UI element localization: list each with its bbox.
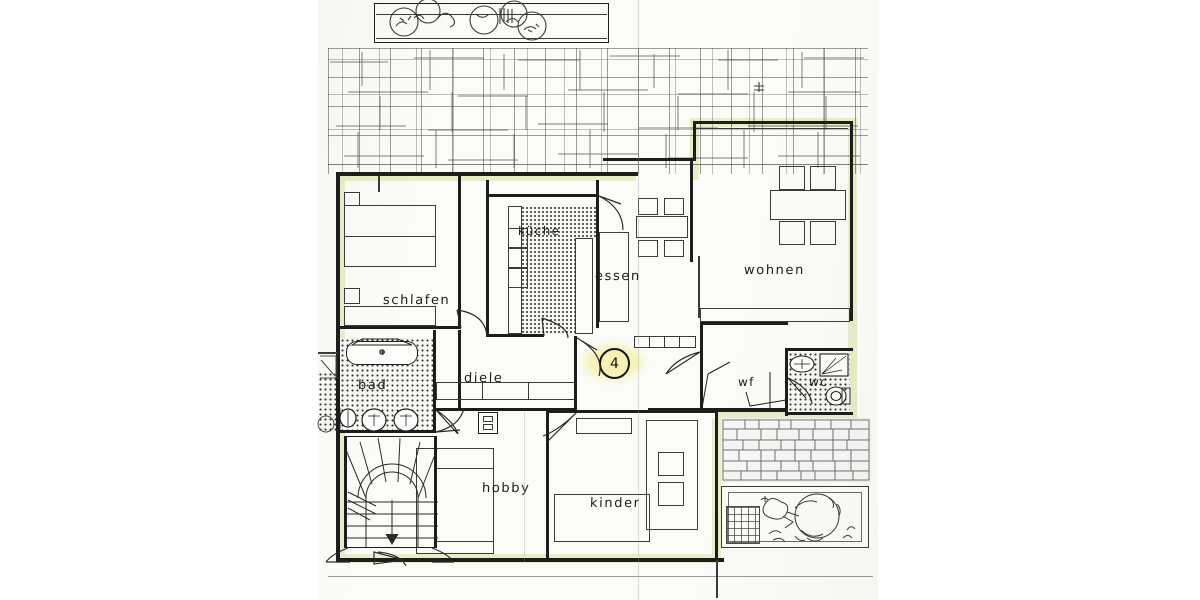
- sofa-armchair-se: [810, 221, 836, 245]
- kitchen-upper-cab-3: [508, 268, 528, 288]
- wall-west-outer: [336, 172, 340, 562]
- radiator-niche: [634, 336, 696, 348]
- roof-terrace-paving-overlay: [328, 48, 868, 174]
- wohnen-south-shelf: [700, 308, 850, 322]
- diele-shelf-div-2: [528, 382, 529, 400]
- radiator-div-3: [679, 336, 680, 348]
- wall-wc-west: [785, 348, 788, 416]
- meter-cabinet-inner-1: [483, 416, 493, 422]
- bed-nightstand: [344, 288, 360, 304]
- stair-landing-wall-w: [344, 436, 347, 548]
- kinder-desk: [576, 418, 632, 434]
- vertical-fold-line-2: [524, 412, 525, 562]
- wall-kueche-west: [486, 180, 489, 336]
- kinder-wardrobe: [646, 420, 698, 530]
- dining-table: [636, 216, 688, 238]
- wall-stub-schlafen-n: [378, 176, 380, 192]
- bathtub: [346, 341, 418, 365]
- wohnen-window-band: [696, 128, 848, 129]
- wall-wf-west: [700, 322, 703, 412]
- wall-diele-east: [574, 336, 577, 412]
- wall-wohnen-east: [850, 121, 853, 321]
- wall-north-outer: [336, 172, 638, 176]
- neighbour-tile: [318, 372, 336, 432]
- dining-chair-sw: [638, 240, 658, 257]
- planter-inner-rail: [376, 14, 607, 15]
- planter-inner-rail-2: [376, 38, 607, 39]
- wall-schlafen-east: [458, 176, 461, 328]
- wall-diele-south: [436, 408, 576, 411]
- south-boundary-line: [328, 576, 873, 577]
- wall-wohnen-stepwall: [603, 158, 693, 161]
- room-label-wohnen: wohnen: [743, 263, 806, 278]
- kitchen-upper-cab-1: [508, 228, 528, 248]
- wall-wohnen-inner-west: [690, 158, 693, 262]
- hobby-furniture-inner: [436, 468, 494, 542]
- room-label-schlafen: schlafen: [382, 293, 451, 308]
- radiator-div-1: [649, 336, 650, 348]
- highlight-wall-west-lower: [336, 480, 345, 562]
- wall-bad-east: [433, 330, 436, 432]
- wall-kueche-north: [486, 194, 599, 197]
- kitchen-units-right: [575, 238, 593, 334]
- wardrobe-schlafen: [344, 306, 436, 326]
- bed-headboard: [344, 192, 360, 206]
- wall-wohnen-west: [693, 121, 696, 161]
- kinder-shelf-2: [658, 482, 684, 506]
- wall-wohnen-north: [693, 121, 853, 124]
- room-label-kinder: kinder: [589, 496, 641, 511]
- unit-number-marker[interactable]: 4: [599, 348, 630, 379]
- meter-cabinet: [478, 412, 498, 434]
- room-label-essen: essen: [594, 269, 641, 284]
- diele-shelf-div-1: [482, 382, 483, 400]
- wall-kinder-east: [715, 410, 718, 560]
- annotation-label-wf: wf: [737, 375, 755, 389]
- planter-box: [374, 3, 609, 43]
- garden-bed-border: [721, 486, 869, 548]
- wall-wc-north: [785, 348, 853, 351]
- wall-south-outer: [336, 558, 724, 562]
- garden-grate: [726, 506, 760, 544]
- wall-wf-north: [700, 322, 788, 325]
- diele-shelf-run: [436, 382, 576, 400]
- dining-chair-nw: [638, 198, 658, 215]
- essen-sideboard: [599, 232, 629, 322]
- room-label-kueche: küche: [517, 224, 561, 238]
- sofa-long: [770, 190, 846, 220]
- kinder-bed: [554, 494, 650, 542]
- room-label-bad: bad: [357, 378, 388, 393]
- wall-kueche-east: [596, 180, 599, 328]
- neighbour-wall-a: [318, 352, 338, 354]
- room-label-diele: diele: [463, 371, 504, 386]
- stair-shaft: [344, 436, 436, 548]
- dining-chair-ne: [664, 198, 684, 215]
- radiator-div-2: [664, 336, 665, 348]
- meter-cabinet-inner-2: [483, 424, 493, 430]
- kinder-shelf-1: [658, 452, 684, 476]
- wall-schlafen-south: [340, 326, 461, 329]
- wall-kueche-south: [486, 334, 544, 337]
- stair-landing-wall-e: [434, 436, 437, 548]
- sofa-armchair-sw: [779, 221, 805, 245]
- wall-bad-south: [340, 430, 436, 433]
- dining-chair-se: [664, 240, 684, 257]
- wall-hobby-east: [546, 412, 549, 560]
- kitchen-upper-cab-2: [508, 248, 528, 268]
- sofa-armchair-nw: [779, 166, 805, 190]
- wall-diele-west: [458, 330, 461, 410]
- room-label-wc: wc: [808, 375, 829, 389]
- highlight-wall-north-a: [336, 172, 636, 181]
- scanned-drawing-area: schlafen küche essen: [317, 0, 878, 600]
- wall-wf-south: [648, 408, 788, 412]
- wall-wc-south: [785, 412, 853, 415]
- bed-split-line: [344, 236, 436, 237]
- drainage-line: [716, 560, 718, 598]
- kitchen-tile-head: [521, 206, 599, 238]
- wall-kinder-north: [546, 410, 718, 413]
- sofa-armchair-ne: [810, 166, 836, 190]
- patio-cobble: [721, 418, 871, 482]
- wohnen-inner-rail: [698, 256, 700, 318]
- vertical-fold-line: [638, 0, 639, 600]
